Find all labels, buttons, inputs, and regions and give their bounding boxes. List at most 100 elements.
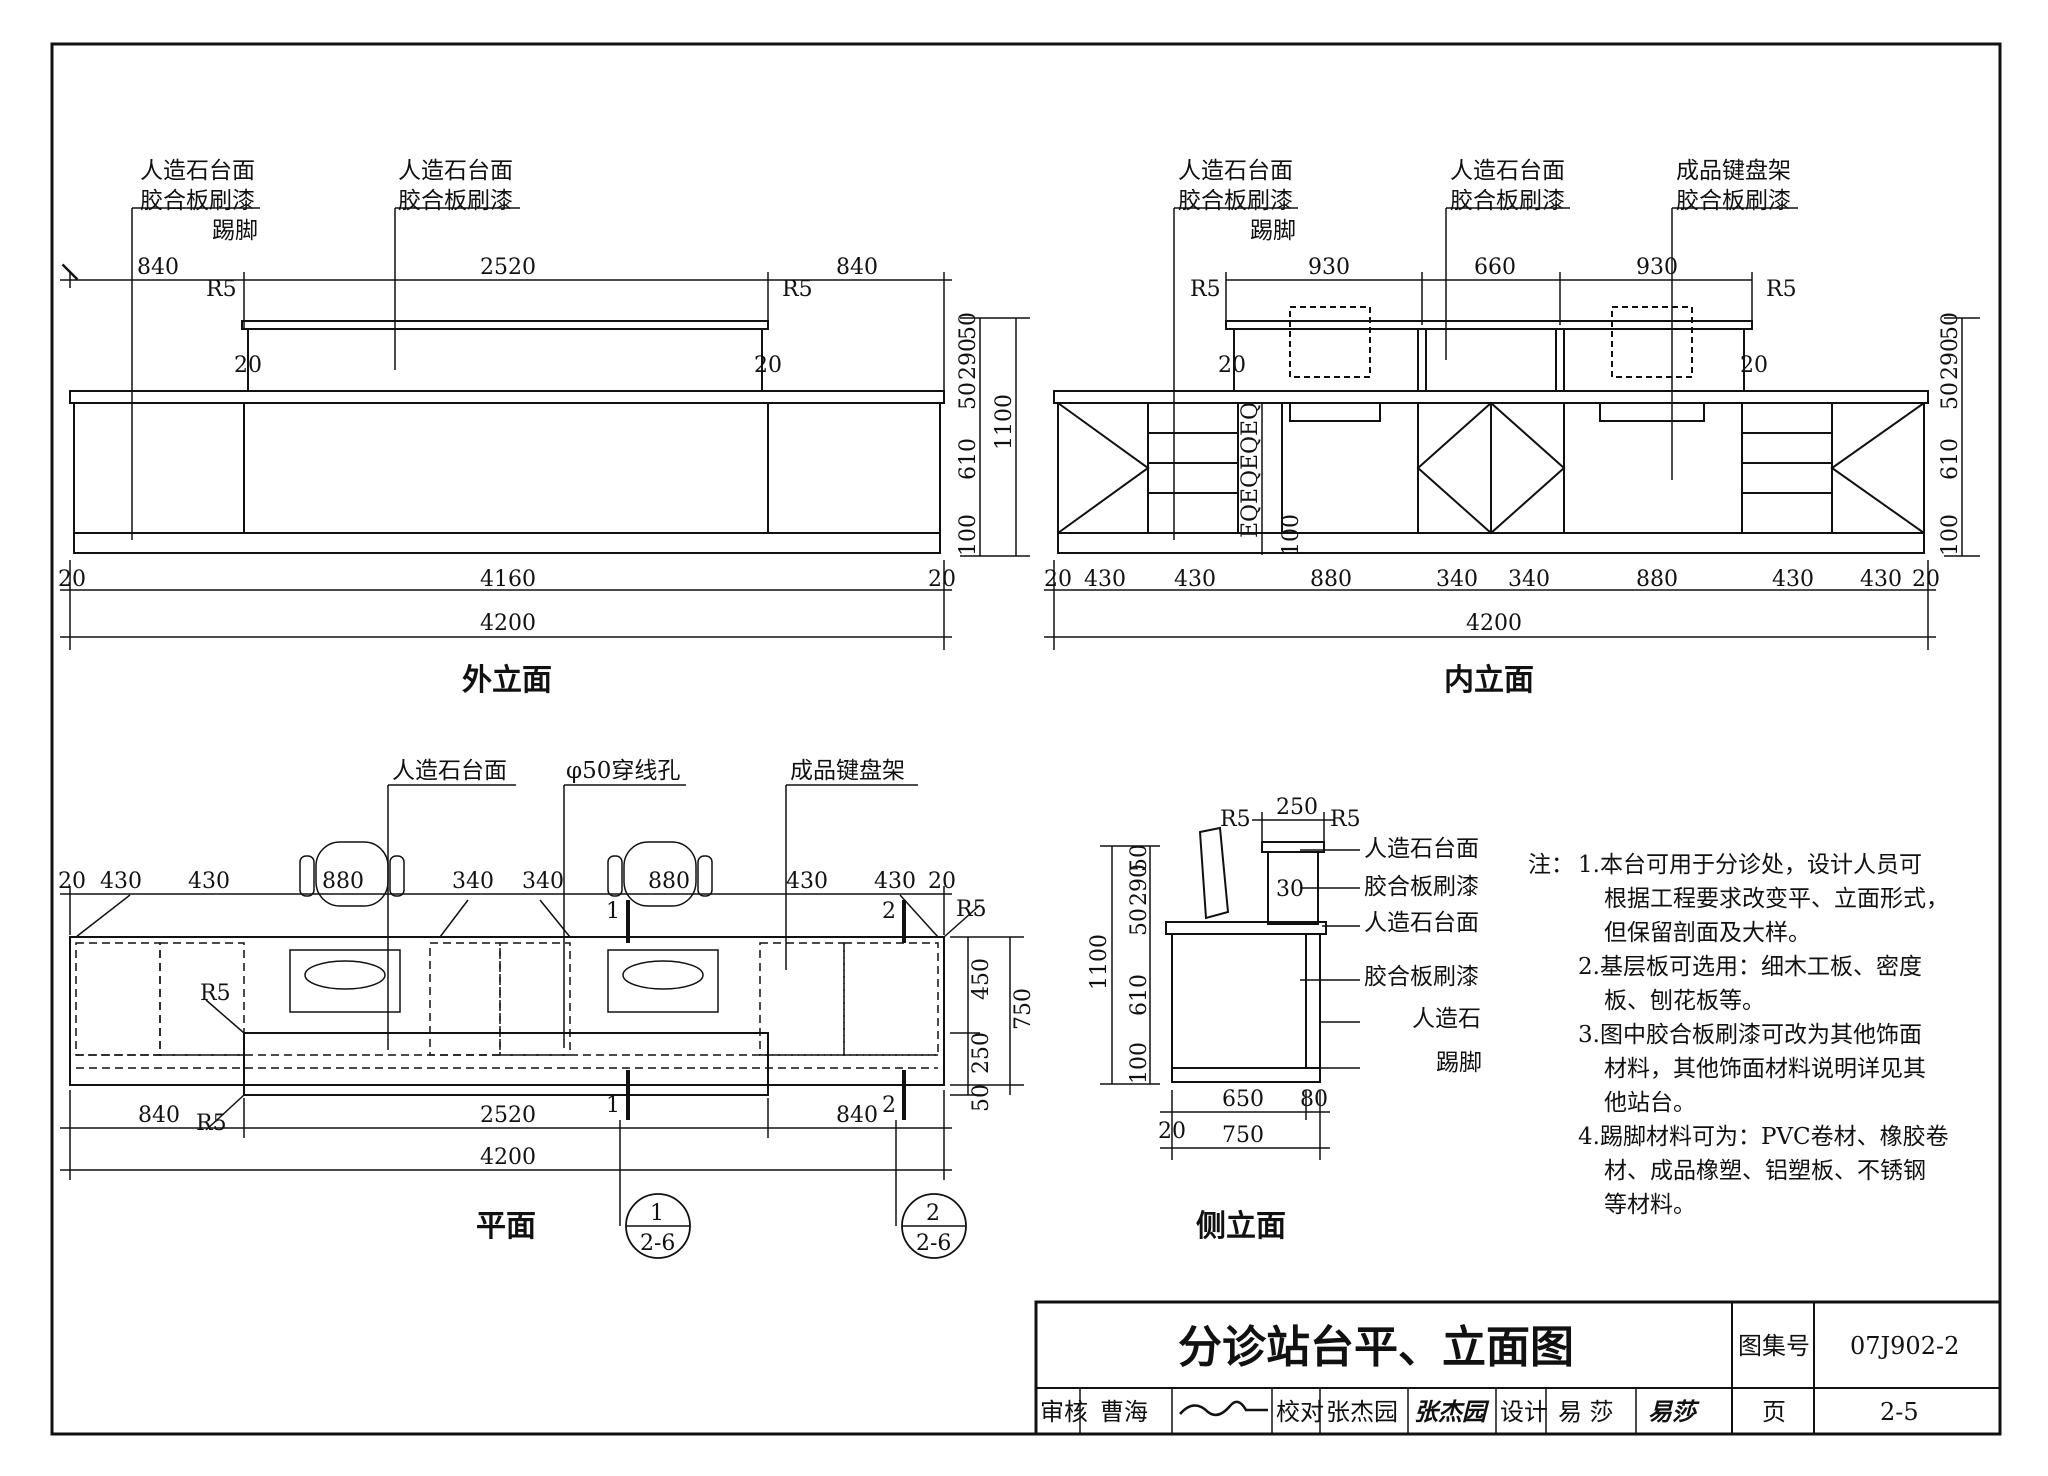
outer-bottom-dim-left: 20 (58, 567, 86, 592)
plan-front-counter (243, 1032, 769, 1096)
plan-cabinet-5 (759, 942, 845, 1056)
outer-top-dim-mid: 2520 (480, 255, 536, 280)
inner-h-50a: 50 (1938, 312, 1963, 340)
outer-h-50a: 50 (956, 312, 981, 340)
inner-leader-center-1: 人造石台面 (1450, 158, 1565, 184)
outer-leader-center-1: 人造石台面 (398, 158, 513, 184)
side-h-290: 290 (1127, 864, 1152, 906)
side-label-1: 胶合板刷漆 (1364, 874, 1479, 900)
outer-top-dim-right: 840 (836, 255, 878, 280)
atlas-label: 图集号 (1738, 1332, 1810, 1360)
sheet-border (50, 42, 2002, 1436)
plan-depth-250: 250 (969, 1032, 994, 1074)
inner-bottom-dim-0: 20 (1044, 567, 1072, 592)
check-label: 校对 (1276, 1398, 1324, 1426)
outer-top-dim-left: 840 (137, 255, 179, 280)
inner-eq-1: EQ (1238, 436, 1263, 470)
plan-cut-2-top: 2 (882, 899, 896, 924)
plan-top-dim-2: 430 (188, 869, 230, 894)
plan-top-dim-8: 430 (874, 869, 916, 894)
page-number: 2-5 (1880, 1398, 1919, 1426)
designer-signature: 易莎 (1648, 1397, 1700, 1426)
plan-leader-1: φ50穿线孔 (566, 758, 680, 784)
plan-top-dim-7: 430 (786, 869, 828, 894)
inner-bottom-dim-6: 880 (1636, 567, 1678, 592)
notes-line-8: 4.踢脚材料可为：PVC卷材、橡胶卷 (1578, 1124, 1949, 1150)
side-label-4: 人造石 (1412, 1006, 1481, 1032)
inner-leader-left-3: 踢脚 (1250, 218, 1296, 244)
plan-top-dim-9: 20 (928, 869, 956, 894)
inner-cabinet-door-right (1831, 402, 1925, 534)
outer-elevation (60, 207, 1030, 650)
inner-leader-left-2: 胶合板刷漆 (1178, 188, 1293, 214)
plan-leader-0: 人造石台面 (392, 758, 507, 784)
side-toe-kick (1171, 1067, 1321, 1083)
outer-bottom-dim-mid: 4160 (480, 567, 536, 592)
outer-leader-center-2: 胶合板刷漆 (398, 188, 513, 214)
outer-leader-left-1: 人造石台面 (140, 158, 255, 184)
outer-h-610: 610 (956, 438, 981, 480)
outer-leader-left-3: 踢脚 (212, 218, 258, 244)
inner-step-left: 20 (1218, 353, 1246, 378)
title-block-text: 分诊站台平、立面图 图集号 07J902-2 审核 曹海 校对 张杰园 张杰园 … (1040, 1322, 1959, 1426)
inner-bottom-dim-5: 340 (1508, 567, 1550, 592)
side-step: 30 (1276, 877, 1304, 902)
title-block (1034, 1300, 2002, 1436)
outer-toe-kick (73, 532, 941, 554)
plan-bottom-dim-2: 840 (836, 1103, 878, 1128)
plan-top-dim-5: 340 (522, 869, 564, 894)
side-top-dim: 250 (1276, 795, 1318, 820)
inner-radius-left: R5 (1190, 277, 1221, 302)
side-bottom-dim-0: 650 (1222, 1087, 1264, 1112)
side-elevation-caption: 侧立面 (1196, 1209, 1286, 1244)
outer-upper-counter-top (241, 320, 769, 330)
inner-leader-center-2: 胶合板刷漆 (1450, 188, 1565, 214)
inner-upper-shelf (1233, 328, 1745, 392)
inner-eq-3: EQ (1238, 504, 1263, 538)
plan-detail-ref-2-num: 2 (926, 1201, 940, 1226)
side-h-total: 1100 (1087, 934, 1112, 990)
inner-drawer-stack-left (1147, 402, 1239, 534)
plan-cut-2-bottom: 2 (882, 1093, 896, 1118)
notes-line-4: 板、刨花板等。 (1604, 988, 1765, 1014)
design-label: 设计 (1500, 1398, 1548, 1426)
outer-h-total: 1100 (992, 394, 1017, 450)
side-label-2: 人造石台面 (1364, 910, 1479, 936)
plan-cabinet-2 (159, 942, 245, 1056)
plan-chair-right (607, 841, 713, 907)
notes-block: 注： 1.本台可用于分诊处，设计人员可 根据工程要求改变平、立面形式， 但保留剖… (1528, 852, 1949, 1218)
plan-detail-ref-2-sheet: 2-6 (916, 1231, 951, 1256)
inner-monitor-left (1289, 306, 1371, 378)
reviewer-name: 曹海 (1100, 1398, 1148, 1426)
plan-leader-2: 成品键盘架 (790, 758, 905, 784)
side-elevation (1100, 812, 1360, 1160)
inner-radius-right: R5 (1766, 277, 1797, 302)
side-radius-0: R5 (1220, 807, 1251, 832)
inner-elevation-caption: 内立面 (1444, 663, 1534, 698)
notes-line-3: 2.基层板可选用：细木工板、密度 (1578, 954, 1922, 980)
outer-elevation-caption: 外立面 (462, 663, 552, 698)
inner-bottom-dim-1: 430 (1084, 567, 1126, 592)
side-h-100: 100 (1127, 1042, 1152, 1084)
notes-line-5: 3.图中胶合板刷漆可改为其他饰面 (1578, 1022, 1922, 1048)
outer-main-counter-top (69, 390, 945, 404)
inner-cabinet-door-left (1057, 402, 1149, 534)
plan-detail-ref-1-sheet: 2-6 (640, 1231, 675, 1256)
inner-monitor-right (1611, 306, 1693, 378)
inner-leader-left-1: 人造石台面 (1178, 158, 1293, 184)
side-radius-1: R5 (1330, 807, 1361, 832)
plan-radius-0: R5 (200, 981, 231, 1006)
notes-line-0: 1.本台可用于分诊处，设计人员可 (1578, 852, 1922, 878)
inner-bottom-dim-4: 340 (1436, 567, 1478, 592)
plan-overall-dim: 4200 (480, 1145, 536, 1170)
outer-step-right: 20 (754, 353, 782, 378)
plan-cut-1-bottom: 1 (606, 1093, 620, 1118)
designer-name: 易 莎 (1558, 1398, 1614, 1426)
plan-cabinet-3 (429, 942, 501, 1056)
side-label-3: 胶合板刷漆 (1364, 964, 1479, 990)
plan-bottom-dim-0: 840 (138, 1103, 180, 1128)
plan-radius-1: R5 (196, 1111, 227, 1136)
plan-bottom-dim-1: 2520 (480, 1103, 536, 1128)
plan-top-dim-3: 880 (322, 869, 364, 894)
inner-upper-shelf-top (1225, 320, 1753, 330)
